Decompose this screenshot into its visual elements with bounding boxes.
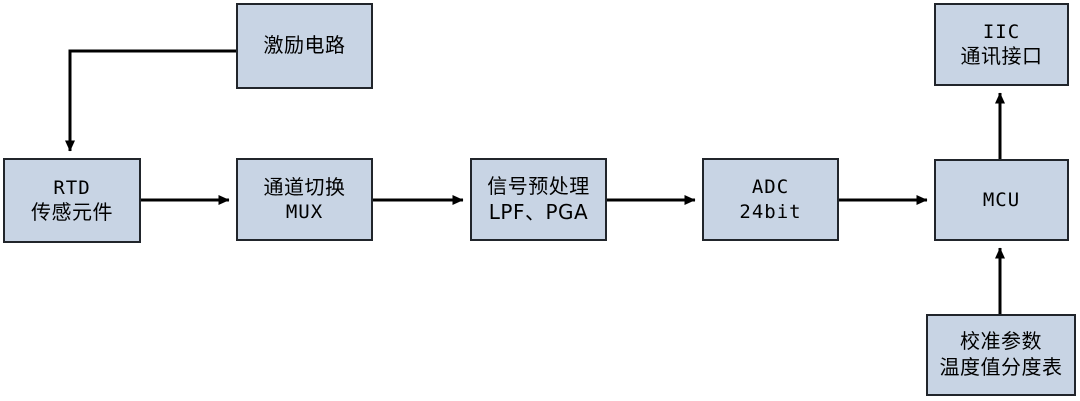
node-signal-preprocess[interactable]: 信号预处理 LPF、PGA: [470, 158, 607, 241]
node-mcu-label-1: MCU: [982, 188, 1021, 211]
node-excitation-circuit[interactable]: 激励电路: [236, 3, 373, 89]
edge-excitation-to-rtd: [65, 49, 236, 152]
node-channel-mux[interactable]: 通道切换 MUX: [236, 158, 373, 241]
node-calibration-table[interactable]: 校准参数 温度值分度表: [926, 314, 1076, 396]
node-signal-preprocess-label-2: LPF、PGA: [488, 199, 589, 224]
node-channel-mux-label-2: MUX: [285, 201, 324, 224]
node-adc[interactable]: ADC 24bit: [702, 158, 839, 241]
node-adc-label-2: 24bit: [739, 200, 802, 223]
node-signal-preprocess-label-1: 信号预处理: [487, 173, 590, 198]
node-rtd-sensor-label-2: 传感元件: [31, 199, 113, 224]
node-iic-interface-label-2: 通讯接口: [960, 43, 1043, 68]
node-adc-label-1: ADC: [751, 176, 790, 199]
node-rtd-sensor-label-1: RTD: [53, 176, 91, 199]
node-iic-interface-label-1: IIC: [982, 20, 1021, 43]
node-channel-mux-label-1: 通道切换: [263, 174, 346, 199]
node-mcu[interactable]: MCU: [934, 159, 1069, 241]
node-rtd-sensor[interactable]: RTD 传感元件: [3, 158, 141, 243]
node-iic-interface[interactable]: IIC 通讯接口: [934, 3, 1069, 86]
node-excitation-circuit-label-1: 激励电路: [263, 33, 346, 58]
node-calibration-table-label-2: 温度值分度表: [939, 355, 1063, 379]
node-calibration-table-label-1: 校准参数: [960, 329, 1042, 354]
